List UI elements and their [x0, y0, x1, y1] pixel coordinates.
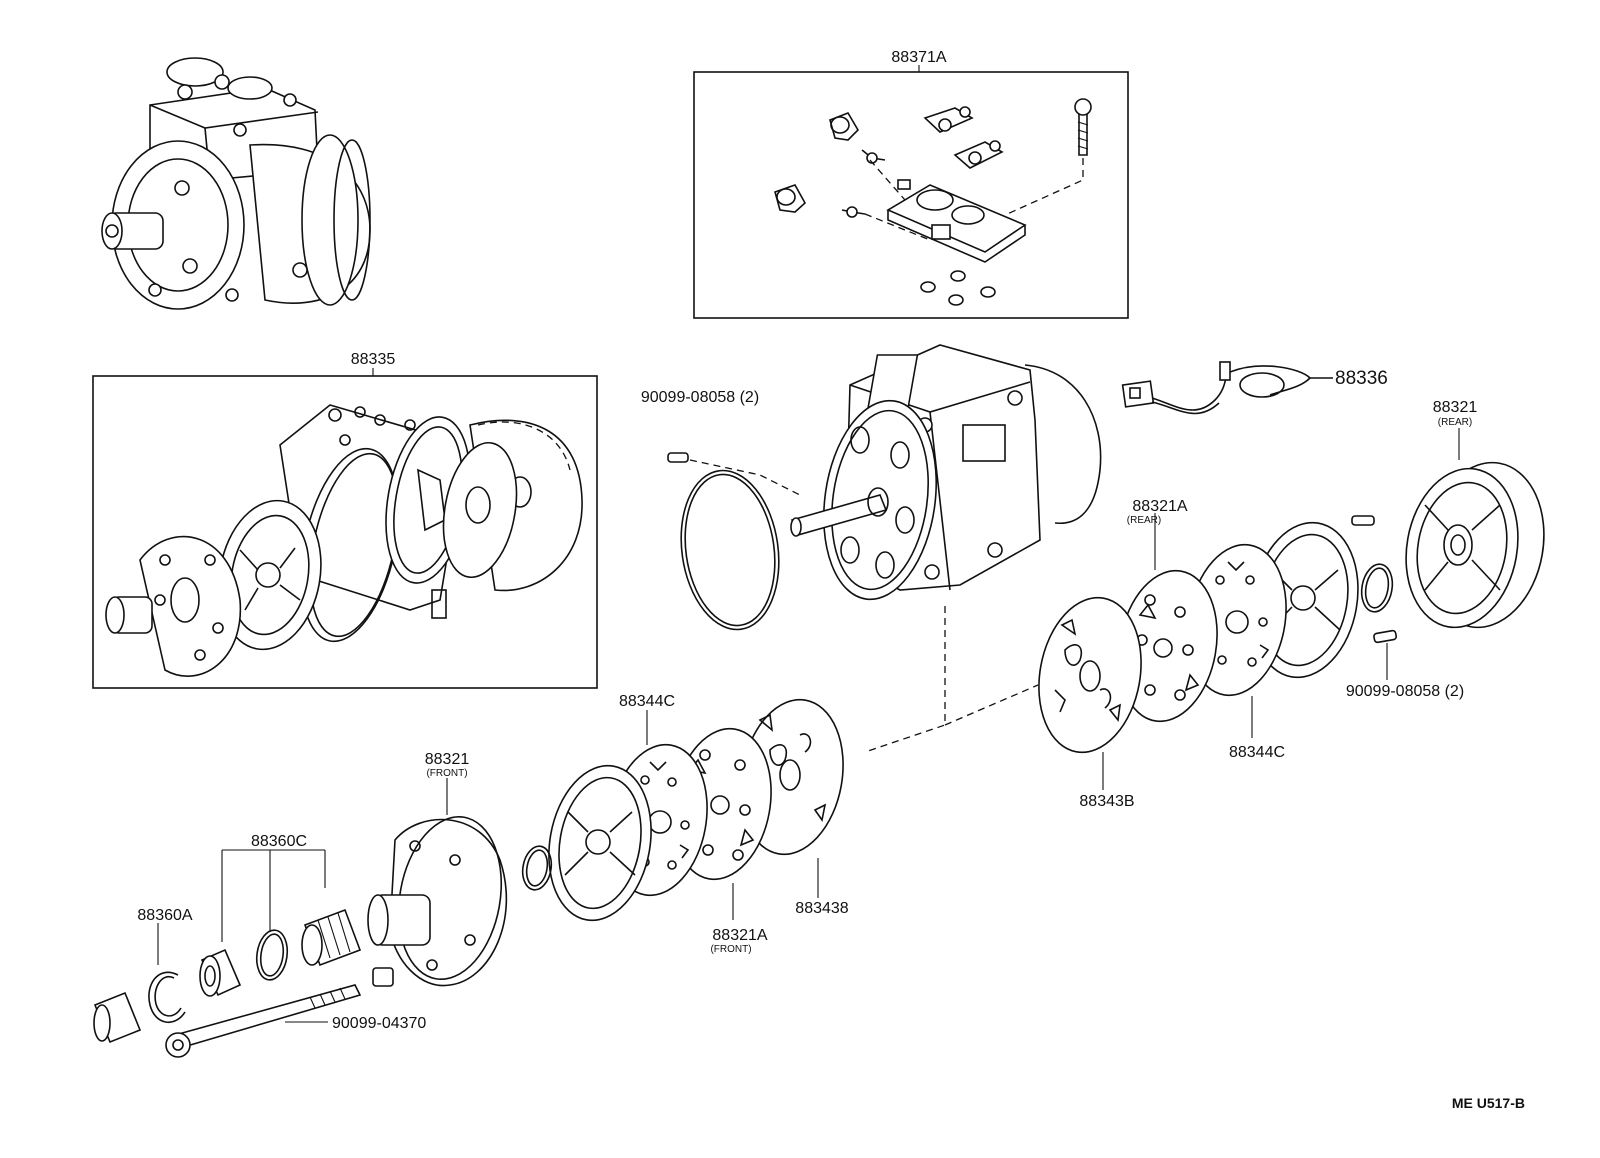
- diagram-code: ME U517-B: [1452, 1095, 1525, 1111]
- right-plate-stack-illustration: [1038, 513, 1398, 790]
- compressor-assembly-illustration: [101, 57, 371, 310]
- label-88371A: 88371A: [891, 49, 946, 66]
- kit-box-88371A: [693, 65, 1129, 319]
- label-88344C-right: 88344C: [1229, 744, 1285, 761]
- front-plate-stack-illustration: [93, 698, 844, 1058]
- rear-housing-illustration: [1405, 428, 1545, 629]
- part-labels: 88371A 88335 90099-08058 (2) 88336 88321…: [137, 49, 1477, 1032]
- kit-box-88335: [92, 368, 598, 689]
- label-88321-rear: 88321: [1433, 399, 1478, 416]
- label-88360A: 88360A: [137, 907, 192, 924]
- center-cylinder-illustration: [667, 344, 1102, 753]
- label-88360C: 88360C: [251, 833, 307, 850]
- label-90099-04370: 90099-04370: [332, 1015, 426, 1032]
- label-88321A-rear: 88321A: [1132, 498, 1187, 515]
- label-90099-08058-top: 90099-08058 (2): [641, 389, 759, 406]
- label-88321-rear-sub: (REAR): [1438, 417, 1472, 428]
- label-88335: 88335: [351, 351, 396, 368]
- label-88321-front-sub: (FRONT): [426, 768, 467, 779]
- label-88336: 88336: [1335, 368, 1388, 389]
- label-88321A-front: 88321A: [712, 927, 767, 944]
- sensor-illustration-88336: [1121, 361, 1333, 415]
- label-88321A-front-sub: (FRONT): [710, 944, 751, 955]
- label-88343B-right: 88343B: [1079, 793, 1134, 810]
- label-88321-front: 88321: [425, 751, 470, 768]
- label-90099-08058-right: 90099-08058 (2): [1346, 683, 1464, 700]
- label-88321A-rear-sub: (REAR): [1127, 515, 1161, 526]
- label-883438: 883438: [795, 900, 848, 917]
- label-88344C-left: 88344C: [619, 693, 675, 710]
